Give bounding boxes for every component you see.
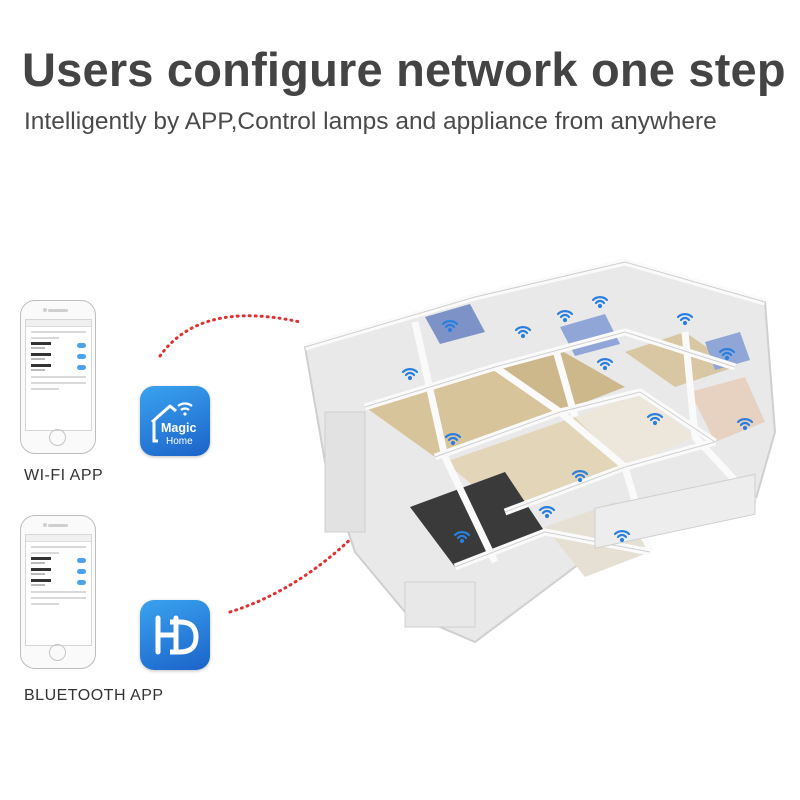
wifi-app-phone <box>20 300 96 454</box>
bluetooth-connection-arc <box>228 528 362 614</box>
wifi-app-label: WI-FI APP <box>24 467 104 484</box>
hd-icon[interactable] <box>140 600 210 670</box>
headline: Users configure network one step <box>22 43 786 96</box>
bluetooth-app-label: BLUETOOTH APP <box>24 687 164 704</box>
wifi-connection-arc <box>158 314 302 358</box>
home-text: Home <box>166 436 193 447</box>
magic-home-icon[interactable]: Magic Home <box>140 386 210 456</box>
bluetooth-app-phone <box>20 515 96 669</box>
magic-text: Magic <box>161 421 196 435</box>
phone-screen <box>25 534 92 646</box>
floor-plan-illustration <box>303 258 777 644</box>
phone-screen <box>25 319 92 431</box>
subheadline: Intelligently by APP,Control lamps and a… <box>24 108 717 135</box>
